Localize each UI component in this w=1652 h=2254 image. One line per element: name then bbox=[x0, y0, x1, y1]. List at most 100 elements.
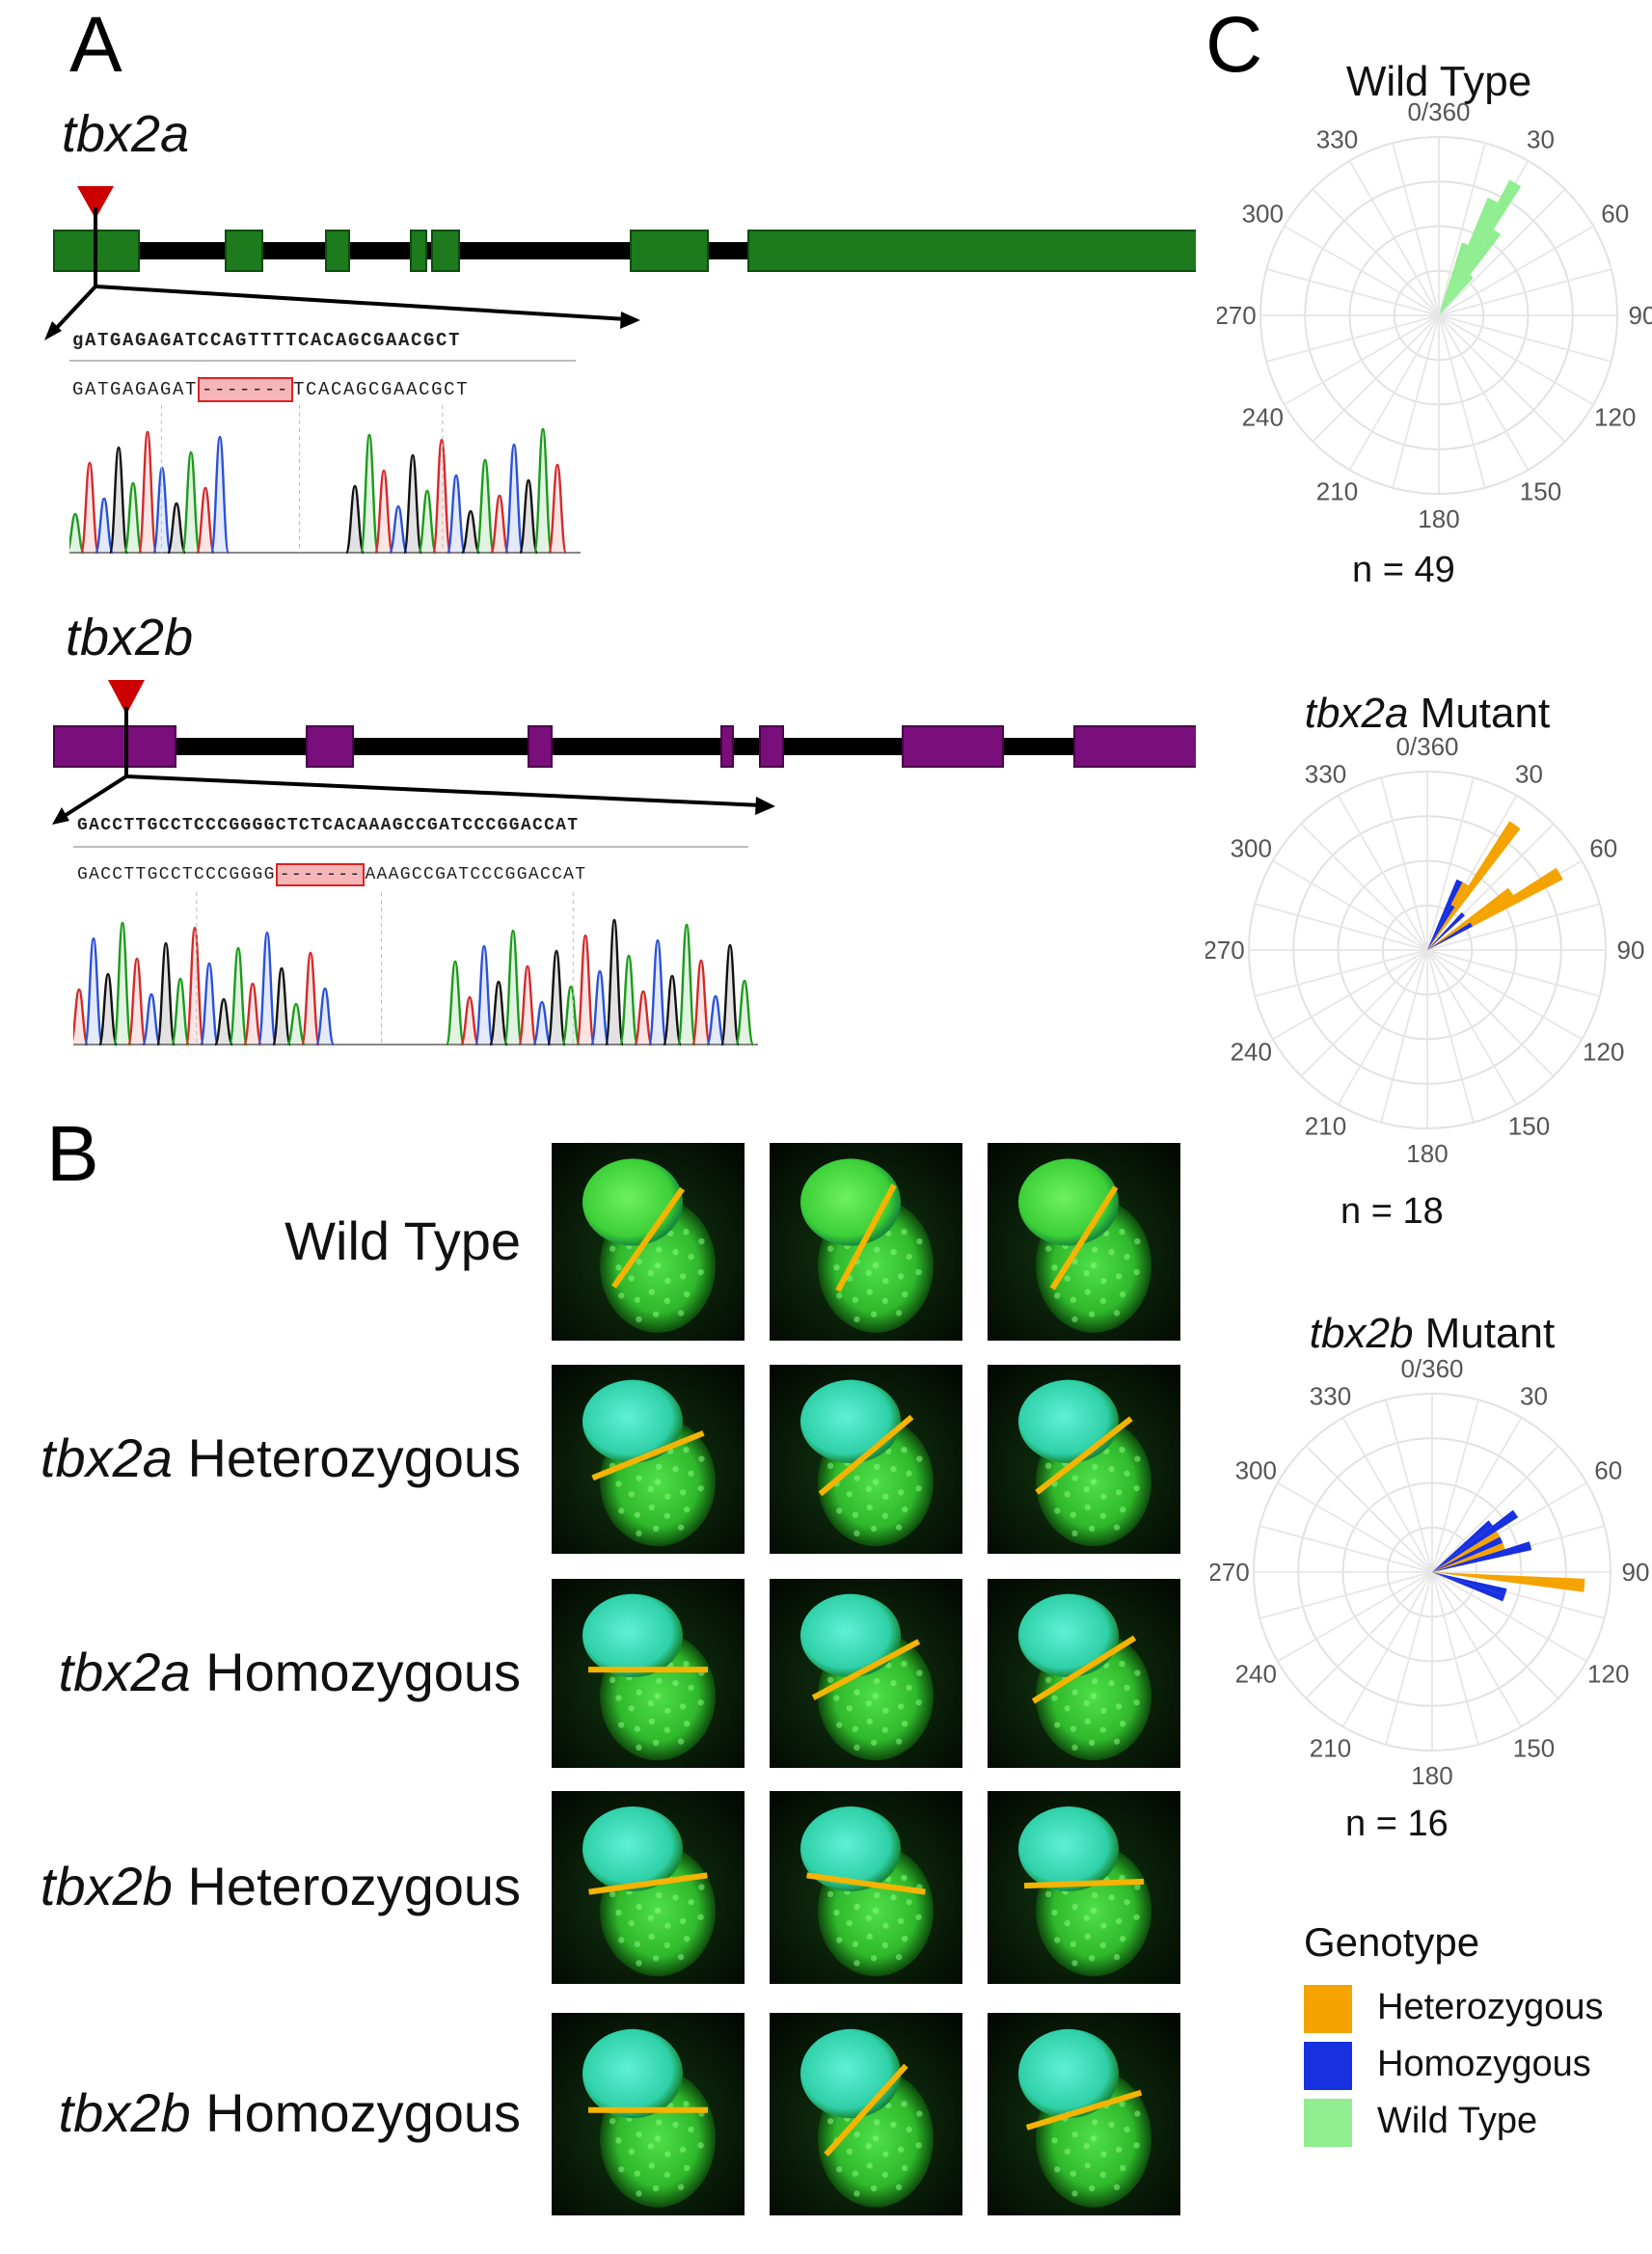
trace-peak bbox=[402, 453, 423, 555]
panel-label-c: C bbox=[1205, 1, 1263, 89]
angle-tick-label: 90 bbox=[1629, 301, 1652, 330]
trace-peak bbox=[228, 946, 249, 1046]
atrium bbox=[800, 2028, 901, 2119]
seq-right: AAAGCCGATCCCGGACCAT bbox=[365, 865, 587, 884]
grid-spoke bbox=[1277, 1481, 1433, 1573]
grid-spoke bbox=[1431, 1399, 1479, 1573]
legend-label: Heterozygous bbox=[1377, 1987, 1604, 2027]
sample-size: n = 18 bbox=[1341, 1191, 1444, 1232]
grid-spoke bbox=[1426, 949, 1600, 997]
av-canal-line bbox=[806, 1872, 926, 1895]
row-label-gene: tbx2b bbox=[58, 2082, 191, 2143]
embryo-image bbox=[988, 1143, 1180, 1341]
row-label-genotype: Homozygous bbox=[190, 2082, 521, 2143]
trace-peak bbox=[314, 987, 336, 1046]
trace-peak bbox=[141, 992, 162, 1046]
grid-spoke bbox=[1380, 777, 1428, 951]
histogram-wedge bbox=[1432, 1572, 1505, 1602]
angle-tick-label: 210 bbox=[1305, 1112, 1346, 1141]
grid-spoke bbox=[1426, 903, 1600, 951]
grid-spoke bbox=[1284, 225, 1440, 316]
angle-tick-label: 120 bbox=[1594, 403, 1636, 432]
trace-peak bbox=[155, 941, 176, 1046]
trace-peak bbox=[633, 990, 654, 1046]
grid-spoke bbox=[1438, 143, 1486, 316]
angle-tick-label: 300 bbox=[1235, 1456, 1277, 1485]
embryo-image bbox=[988, 1579, 1180, 1768]
grid-spoke bbox=[1266, 268, 1440, 316]
row-label-genotype: Heterozygous bbox=[172, 1856, 521, 1916]
atrium bbox=[582, 2028, 683, 2119]
grid-spoke bbox=[1255, 903, 1428, 951]
exon bbox=[630, 230, 709, 272]
trace-peak bbox=[97, 972, 119, 1046]
trace-peak bbox=[575, 934, 596, 1046]
legend-label: Wild Type bbox=[1377, 2101, 1538, 2141]
av-canal-line bbox=[1049, 1185, 1119, 1290]
trace-peak bbox=[151, 466, 173, 555]
trace-peak bbox=[137, 430, 158, 555]
exon bbox=[528, 725, 553, 768]
grid-spoke bbox=[1305, 1571, 1433, 1699]
grid-spoke bbox=[1426, 949, 1555, 1077]
grid-spoke bbox=[1300, 949, 1428, 1077]
angle-tick-label: 0/360 bbox=[1407, 97, 1470, 126]
chromatogram-tbx2b bbox=[73, 892, 758, 1046]
row-label-gene: tbx2a bbox=[58, 1642, 191, 1702]
histogram-wedge bbox=[1427, 887, 1514, 950]
legend-swatch bbox=[1304, 1985, 1352, 2033]
seq-right: TCACAGCGAACGCT bbox=[293, 379, 470, 400]
grid-spoke bbox=[1337, 795, 1428, 951]
trace-peak bbox=[734, 979, 755, 1046]
trace-peak bbox=[488, 980, 509, 1046]
grid-spoke bbox=[1426, 777, 1475, 951]
angle-tick-label: 330 bbox=[1316, 124, 1358, 153]
grid-spoke bbox=[1438, 314, 1611, 363]
exon bbox=[410, 230, 427, 272]
angle-tick-label: 60 bbox=[1594, 1456, 1622, 1485]
grid-spoke bbox=[1431, 1571, 1523, 1727]
deletion-box: ------- bbox=[275, 863, 366, 886]
gene-model-tbx2a bbox=[44, 186, 1196, 340]
cut-site-marker bbox=[108, 680, 145, 715]
trace-peak bbox=[662, 974, 683, 1046]
grid-spoke bbox=[1341, 1417, 1433, 1573]
polar-chart-title: tbx2a Mutant bbox=[1138, 690, 1652, 738]
grid-spoke bbox=[1385, 1399, 1433, 1573]
row-label-genotype: Wild Type bbox=[284, 1209, 521, 1271]
row-label-gene: tbx2b bbox=[40, 1856, 173, 1916]
trace-peak bbox=[445, 960, 466, 1046]
ref-sequence-tbx2a: gATGAGAGATCCAGTTTTCACAGCGAACGCT bbox=[72, 330, 462, 351]
trace-peak bbox=[589, 969, 610, 1046]
atrium bbox=[800, 1593, 901, 1677]
trace-peak bbox=[373, 469, 394, 555]
exon bbox=[325, 230, 350, 272]
angle-tick-label: 210 bbox=[1316, 477, 1358, 506]
histogram-wedge bbox=[1439, 197, 1499, 315]
exon bbox=[902, 725, 1004, 768]
grid-spoke bbox=[1431, 1571, 1559, 1699]
grid-spoke bbox=[1259, 1571, 1433, 1619]
trace-peak bbox=[532, 427, 554, 555]
atrium bbox=[1018, 1806, 1119, 1891]
av-canal-line bbox=[1023, 1878, 1145, 1889]
trace-peak bbox=[79, 461, 100, 555]
exon bbox=[747, 230, 1196, 272]
trace-peak bbox=[69, 512, 86, 555]
angle-tick-label: 270 bbox=[1210, 1558, 1250, 1587]
histogram-wedge bbox=[1432, 1520, 1493, 1572]
embryo-image bbox=[988, 2013, 1180, 2215]
av-canal-line bbox=[610, 1186, 686, 1289]
av-canal-line bbox=[1025, 2089, 1143, 2131]
grid-spoke bbox=[1337, 949, 1428, 1105]
legend-swatch bbox=[1304, 2042, 1352, 2090]
trace-peak bbox=[242, 982, 263, 1046]
angle-tick-label: 240 bbox=[1231, 1038, 1272, 1067]
av-canal-line bbox=[818, 1414, 914, 1497]
embryo-image bbox=[770, 1365, 962, 1554]
deletion-box: ------- bbox=[198, 377, 294, 402]
trace-peak bbox=[446, 474, 467, 555]
atrium bbox=[582, 1379, 683, 1463]
trace-peak bbox=[691, 959, 712, 1046]
legend-title: Genotype bbox=[1304, 1919, 1480, 1965]
